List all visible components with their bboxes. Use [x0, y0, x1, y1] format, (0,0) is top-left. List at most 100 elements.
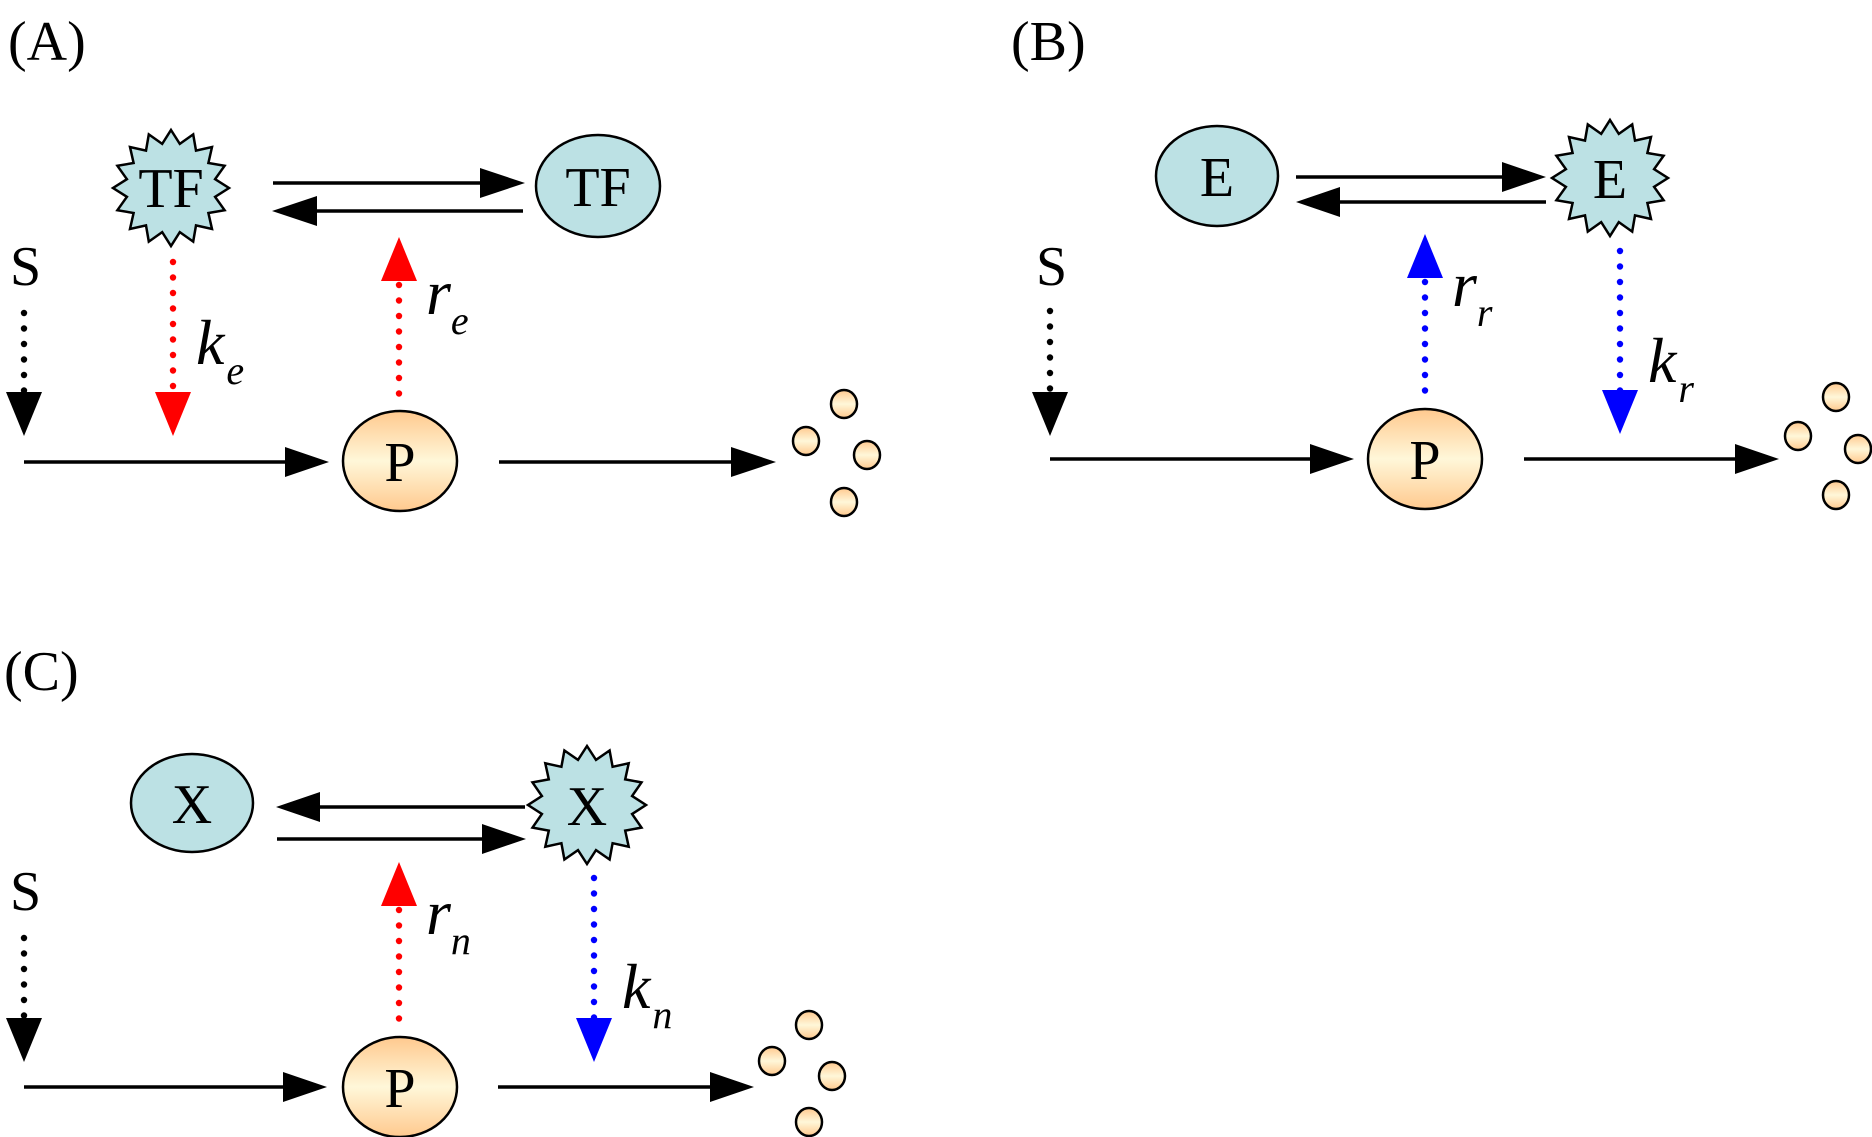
regulation-arrow-c — [576, 874, 612, 1062]
active-node-label-c: X — [567, 776, 607, 838]
backward-arrow-c — [276, 792, 525, 822]
arrow-dot — [20, 950, 28, 957]
active-node-label-b: E — [1593, 149, 1627, 211]
arrowhead-right-icon — [731, 447, 776, 477]
product-ellipse — [341, 1035, 459, 1137]
arrow-dot — [395, 281, 403, 289]
starburst-shape — [525, 743, 649, 867]
arrow-dot — [395, 984, 403, 991]
degraded-particle — [794, 1009, 824, 1041]
product-label-a: P — [384, 432, 415, 494]
arrow-dot — [1046, 369, 1054, 377]
arrowhead-down-icon — [6, 392, 42, 436]
inactive-node-label-b: E — [1200, 147, 1234, 209]
degraded-particle — [829, 486, 859, 518]
degraded-particle — [1821, 479, 1851, 511]
signal-label-c: S — [10, 861, 41, 923]
arrow-dot — [169, 367, 177, 374]
arrow-dot — [1046, 338, 1054, 346]
degraded-particle — [817, 1060, 847, 1092]
degraded-particle — [791, 425, 821, 457]
active-node-a: TF — [110, 127, 232, 249]
degraded-particle — [1821, 381, 1851, 413]
feedback-rate-b: rr — [1452, 249, 1493, 335]
inactive-node-label-a: TF — [565, 157, 630, 219]
arrowhead-down-icon — [1602, 390, 1638, 434]
starburst-shape — [110, 127, 232, 249]
panel-label-b: (B) — [1011, 11, 1086, 73]
arrowhead-down-icon — [155, 392, 191, 436]
production-arrow-a — [24, 447, 329, 477]
arrow-dot — [1421, 387, 1429, 394]
feedback-arrow-c — [381, 862, 417, 1022]
arrow-dot — [395, 922, 403, 929]
regulation-arrow-b — [1602, 247, 1638, 434]
arrow-dot — [20, 965, 28, 973]
arrow-dot — [590, 890, 598, 897]
arrow-dot — [20, 371, 28, 379]
panel-c: (C) X X S rn kn — [4, 641, 847, 1137]
product-node-c: P — [341, 1035, 459, 1137]
arrow-dot — [590, 905, 598, 913]
arrow-dot — [1421, 278, 1429, 286]
inactive-node-c: X — [129, 752, 255, 854]
arrowhead-right-icon — [1502, 162, 1546, 192]
degraded-products-b — [1783, 381, 1872, 511]
arrowhead-right-icon — [1310, 444, 1354, 474]
arrow-dot — [1421, 371, 1429, 379]
arrow-dot — [1046, 307, 1054, 315]
arrow-dot — [395, 343, 403, 351]
signal-arrow-c — [6, 934, 42, 1062]
arrow-dot — [20, 981, 28, 988]
active-node-b: E — [1549, 117, 1671, 239]
arrow-dot — [20, 309, 28, 317]
arrow-dot — [169, 320, 177, 328]
degraded-particle — [1843, 433, 1872, 465]
ellipse-shape — [534, 133, 662, 239]
product-label-b: P — [1409, 430, 1440, 492]
degraded-particle — [757, 1045, 787, 1077]
backward-arrow-b — [1296, 187, 1546, 217]
regulation-rate-b: kr — [1648, 325, 1694, 411]
arrow-dot — [1046, 323, 1054, 330]
arrow-dot — [169, 305, 177, 312]
degraded-particle — [829, 388, 859, 420]
arrow-dot — [395, 1015, 403, 1022]
feedback-rate-c: rn — [426, 877, 471, 963]
degraded-products-a — [791, 388, 882, 518]
arrowhead-right-icon — [480, 168, 525, 198]
arrow-dot — [395, 999, 403, 1007]
arrow-dot — [395, 937, 403, 945]
arrow-dot — [1616, 325, 1624, 332]
inactive-node-b: E — [1154, 124, 1280, 228]
arrowhead-up-icon — [1407, 234, 1443, 278]
arrow-dot — [395, 328, 403, 335]
degradation-arrow-b — [1524, 444, 1779, 474]
arrowhead-right-icon — [285, 447, 329, 477]
forward-arrow-b — [1296, 162, 1546, 192]
regulation-rate-c: kn — [622, 951, 672, 1037]
arrow-dot — [395, 953, 403, 960]
arrow-dot — [1421, 340, 1429, 348]
arrow-dot — [1616, 278, 1624, 286]
arrow-dot — [590, 967, 598, 975]
panel-label-c: (C) — [4, 641, 79, 703]
arrowhead-right-icon — [710, 1072, 754, 1102]
arrow-dot — [590, 983, 598, 990]
arrow-dot — [590, 921, 598, 928]
panel-a: (A) TF TF S ke re — [6, 11, 882, 518]
arrow-dot — [395, 359, 403, 366]
arrowhead-right-icon — [482, 824, 526, 854]
arrowhead-up-icon — [381, 862, 417, 906]
starburst-shape — [1549, 117, 1671, 239]
product-ellipse — [341, 409, 459, 513]
arrow-dot — [395, 390, 403, 397]
arrow-dot — [395, 374, 403, 382]
arrow-dot — [395, 906, 403, 914]
arrow-dot — [1616, 356, 1624, 363]
product-node-b: P — [1366, 407, 1484, 511]
inactive-node-a: TF — [534, 133, 662, 239]
degraded-particle — [1783, 420, 1813, 452]
regulation-arrow-a — [155, 258, 191, 436]
arrow-dot — [590, 952, 598, 959]
